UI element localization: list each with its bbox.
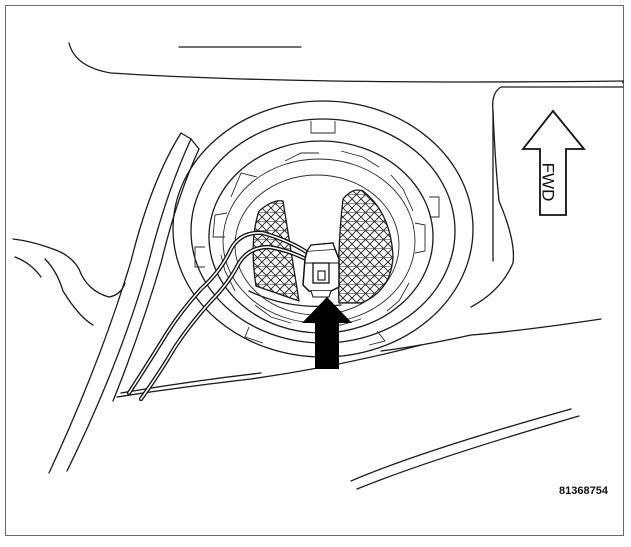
lower-body-contours bbox=[116, 344, 580, 490]
figure-number: 81368754 bbox=[559, 485, 609, 497]
wire-harness-left bbox=[12, 238, 126, 326]
connector-wires bbox=[126, 230, 316, 402]
fwd-arrow-icon bbox=[521, 109, 586, 216]
wheel-liner-edge bbox=[48, 132, 200, 474]
fascia-panel bbox=[380, 80, 624, 352]
lamp-socket-mesh bbox=[248, 189, 394, 308]
figure-frame: FWD 81368754 bbox=[5, 5, 624, 536]
fwd-label: FWD bbox=[539, 163, 558, 202]
upper-body-panel bbox=[68, 42, 624, 83]
electrical-connector bbox=[302, 242, 340, 298]
push-arrow-icon bbox=[302, 297, 352, 369]
service-diagram: FWD 81368754 bbox=[12, 42, 624, 497]
